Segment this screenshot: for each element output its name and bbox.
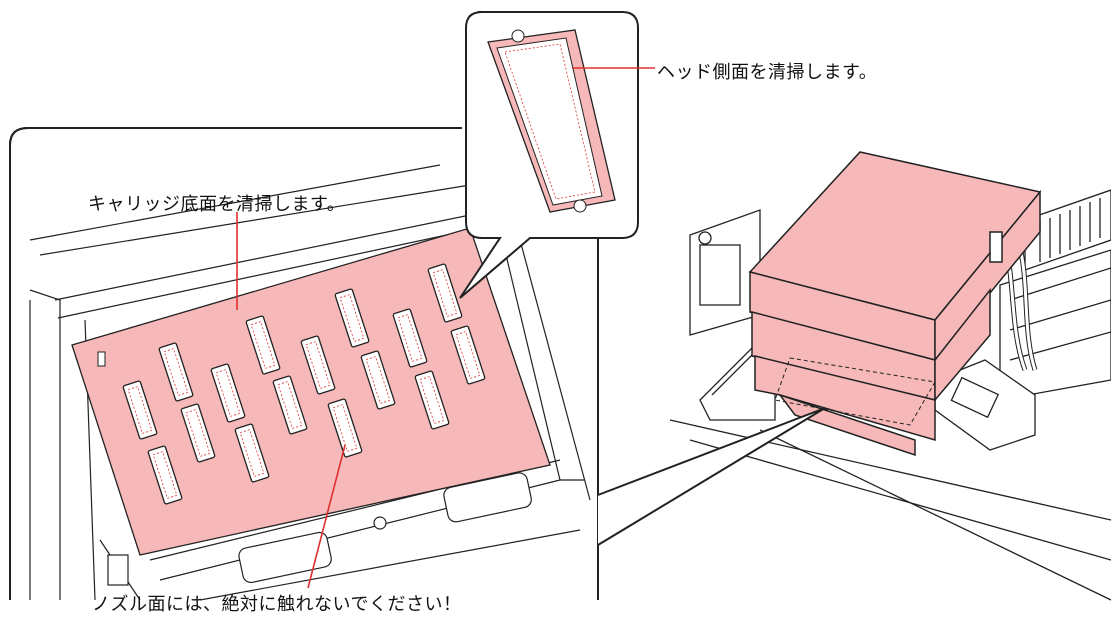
callout-pointer <box>597 407 826 600</box>
carriage-bottom-plate <box>71 227 551 556</box>
leader-lines <box>236 67 655 589</box>
nozzle-warning-label: ノズル面には、絶対に触れないでください！ <box>92 594 462 615</box>
carriage-body <box>748 151 1042 457</box>
head-nozzles <box>122 263 486 505</box>
head-side-cleaning-label: ヘッド側面を清掃します。 <box>657 62 878 83</box>
carriage-bottom-cleaning-label: キャリッジ底面を清掃します。 <box>88 194 346 215</box>
print-head <box>487 29 616 213</box>
